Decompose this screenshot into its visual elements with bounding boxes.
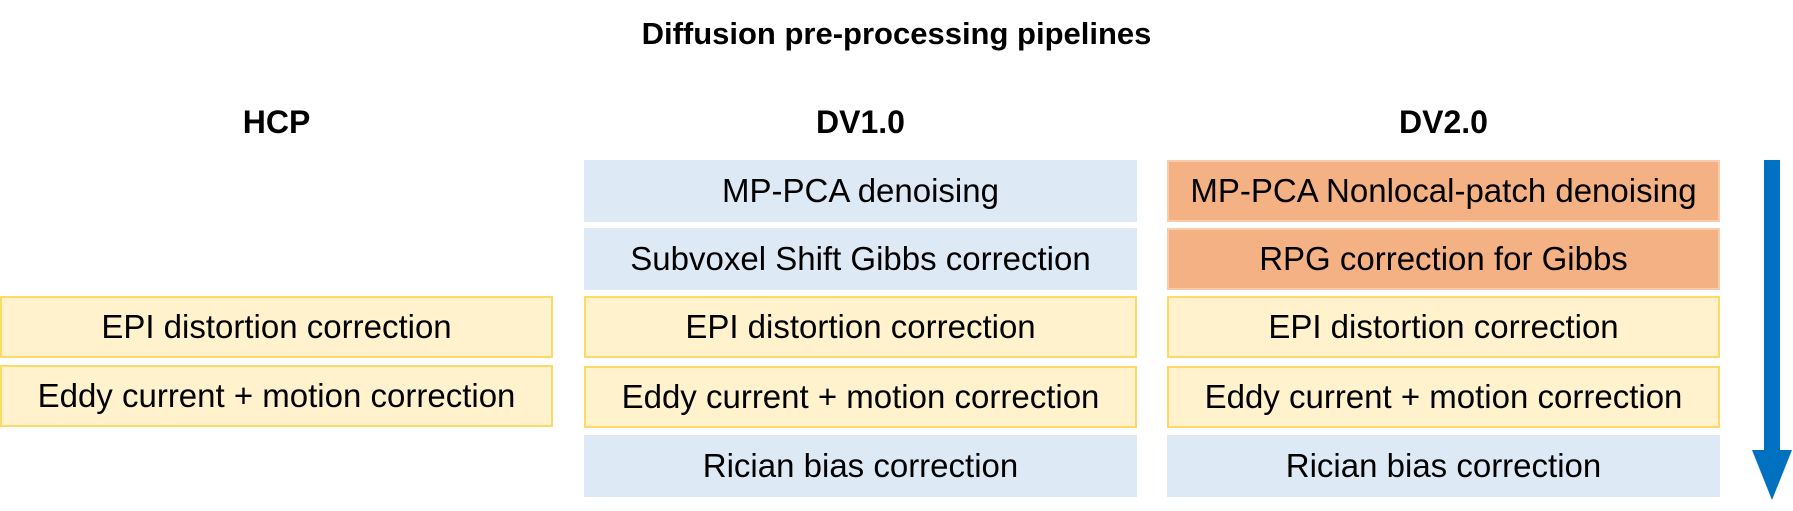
- dv1-step-epi-distortion-correction: EPI distortion correction: [584, 296, 1137, 358]
- dv2-step-mppca-nonlocal-denoising: MP-PCA Nonlocal-patch denoising: [1167, 160, 1720, 222]
- dv2-step-eddy-motion-correction: Eddy current + motion correction: [1167, 366, 1720, 428]
- dv1-step-mppca-denoising: MP-PCA denoising: [584, 160, 1137, 222]
- column-heading-dv2: DV2.0: [1399, 104, 1488, 140]
- dv1-step-subvoxel-gibbs-correction: Subvoxel Shift Gibbs correction: [584, 228, 1137, 290]
- column-heading-hcp: HCP: [242, 104, 311, 140]
- dv1-step-rician-bias-correction: Rician bias correction: [584, 435, 1137, 497]
- diagram-title: Diffusion pre-processing pipelines: [641, 16, 1152, 51]
- dv2-step-epi-distortion-correction: EPI distortion correction: [1167, 296, 1720, 358]
- dv2-step-rpg-gibbs-correction: RPG correction for Gibbs: [1167, 228, 1720, 290]
- column-heading-dv1: DV1.0: [816, 104, 905, 140]
- hcp-step-eddy-motion-correction: Eddy current + motion correction: [0, 365, 553, 427]
- hcp-step-epi-distortion-correction: EPI distortion correction: [0, 296, 553, 358]
- dv2-step-rician-bias-correction: Rician bias correction: [1167, 435, 1720, 497]
- down-arrow-icon: [1752, 160, 1792, 500]
- dv1-step-eddy-motion-correction: Eddy current + motion correction: [584, 366, 1137, 428]
